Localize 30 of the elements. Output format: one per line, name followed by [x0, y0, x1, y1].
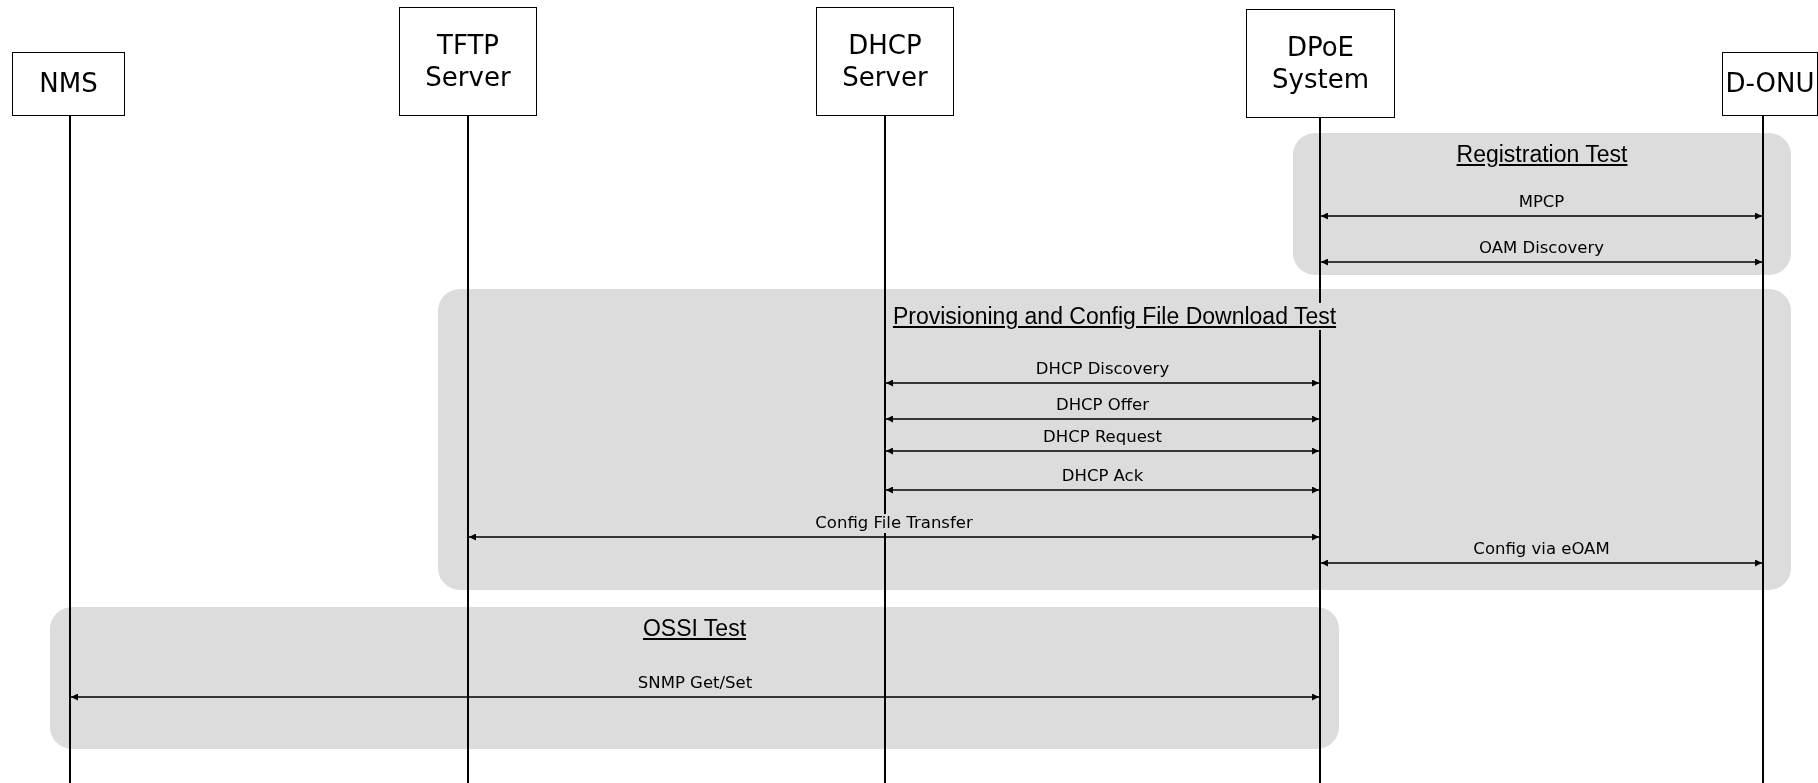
- group-title: Provisioning and Config File Download Test: [890, 303, 1339, 330]
- message-arrow: [1320, 212, 1763, 220]
- message-arrow: [468, 533, 1320, 541]
- message-arrow: [1320, 559, 1763, 567]
- edge-label: Config File Transfer: [813, 514, 975, 533]
- participant-name: DHCP Server: [841, 30, 929, 93]
- lifeline: [884, 116, 886, 783]
- group-title: Registration Test: [1454, 141, 1630, 168]
- message-arrow: [885, 486, 1320, 494]
- message-arrow: [885, 379, 1320, 387]
- participant-name: TFTP Server: [424, 30, 512, 93]
- edge-label: OAM Discovery: [1477, 239, 1606, 258]
- participant-box: [12, 52, 125, 116]
- lifeline: [1762, 116, 1764, 783]
- message-arrow: [1320, 258, 1763, 266]
- participant-box: [399, 7, 537, 116]
- message-arrow: [70, 693, 1320, 701]
- lifeline: [1319, 118, 1321, 783]
- participant-box: [816, 7, 954, 116]
- message-arrow: [885, 415, 1320, 423]
- lifeline: [467, 116, 469, 783]
- edge-label: DHCP Request: [1041, 428, 1164, 447]
- participant-box: [1722, 52, 1818, 116]
- participant-name: NMS: [38, 68, 99, 100]
- participant-name: DPoE System: [1271, 32, 1370, 95]
- participant-name: D-ONU: [1724, 68, 1816, 100]
- participant-box: [1246, 9, 1395, 118]
- edge-label: Config via eOAM: [1471, 540, 1612, 559]
- lifeline: [69, 116, 71, 783]
- message-arrow: [885, 447, 1320, 455]
